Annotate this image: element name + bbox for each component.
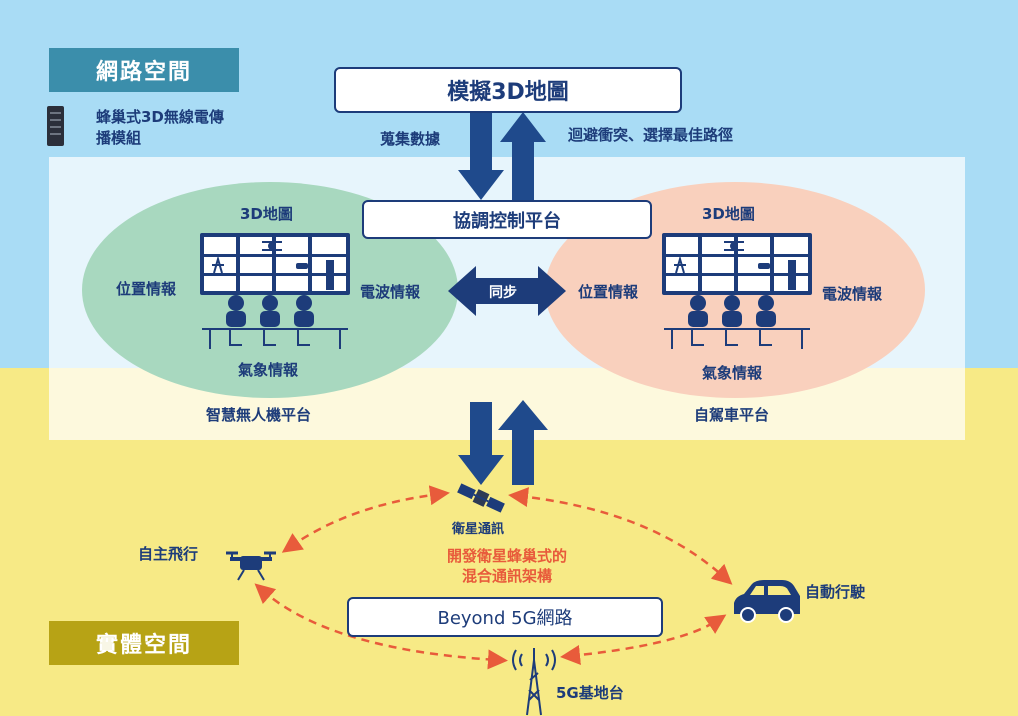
- hybrid-line1: 開發衛星蜂巢式的: [446, 547, 567, 565]
- up-arrow-top: [500, 112, 546, 200]
- base-station-label: 5G基地台: [556, 684, 624, 702]
- down-arrow-top: [458, 110, 504, 200]
- hybrid-architecture-label: 開發衛星蜂巢式的 混合通訊架構: [422, 546, 592, 586]
- module-label-line2: 播模組: [96, 129, 142, 147]
- satellite-label: 衛星通訊: [452, 522, 505, 537]
- collect-data-label: 蒐集數據: [380, 130, 441, 148]
- drone-platform-name: 智慧無人機平台: [206, 406, 312, 424]
- car-platform-name: 自駕車平台: [694, 406, 770, 424]
- left-position-label: 位置情報: [116, 280, 177, 298]
- right-radio-label: 電波情報: [822, 285, 883, 303]
- left-weather-label: 氣象情報: [238, 361, 299, 379]
- drone-icon: [226, 551, 276, 581]
- hybrid-line2: 混合通訊架構: [461, 567, 552, 585]
- cyber-space-tag: 網路空間: [49, 48, 239, 92]
- dashed-arrow-sat-car: [508, 487, 733, 585]
- beyond-5g-box: Beyond 5G網路: [347, 597, 663, 637]
- down-arrow-bottom: [458, 402, 504, 485]
- module-label-line1: 蜂巢式3D無線電傳: [96, 108, 224, 126]
- sync-label: 同步: [489, 285, 517, 301]
- car-icon: [734, 580, 800, 623]
- sync-double-arrow: [448, 266, 566, 316]
- right-3d-map-label: 3D地圖: [702, 205, 755, 223]
- coordination-platform-box: 協調控制平台: [362, 200, 652, 239]
- right-position-label: 位置情報: [578, 283, 639, 301]
- up-arrow-bottom: [498, 400, 548, 485]
- server-icon: [47, 106, 64, 146]
- simulated-3d-map-box: 模擬3D地圖: [334, 67, 682, 113]
- dashed-arrow-sat-drone: [281, 485, 450, 553]
- left-radio-label: 電波情報: [360, 283, 421, 301]
- satellite-icon: [457, 483, 505, 513]
- tower-icon: [512, 648, 556, 716]
- right-weather-label: 氣象情報: [702, 364, 763, 382]
- dashed-arrow-tower-drone: [254, 583, 508, 670]
- autonomous-flight-label: 自主飛行: [138, 545, 199, 563]
- left-3d-map-label: 3D地圖: [240, 205, 293, 223]
- dashed-arrow-tower-car: [560, 614, 727, 665]
- physical-space-tag: 實體空間: [49, 621, 239, 665]
- autonomous-driving-label: 自動行駛: [805, 583, 866, 601]
- avoid-route-label: 迴避衝突、選擇最佳路徑: [568, 126, 734, 144]
